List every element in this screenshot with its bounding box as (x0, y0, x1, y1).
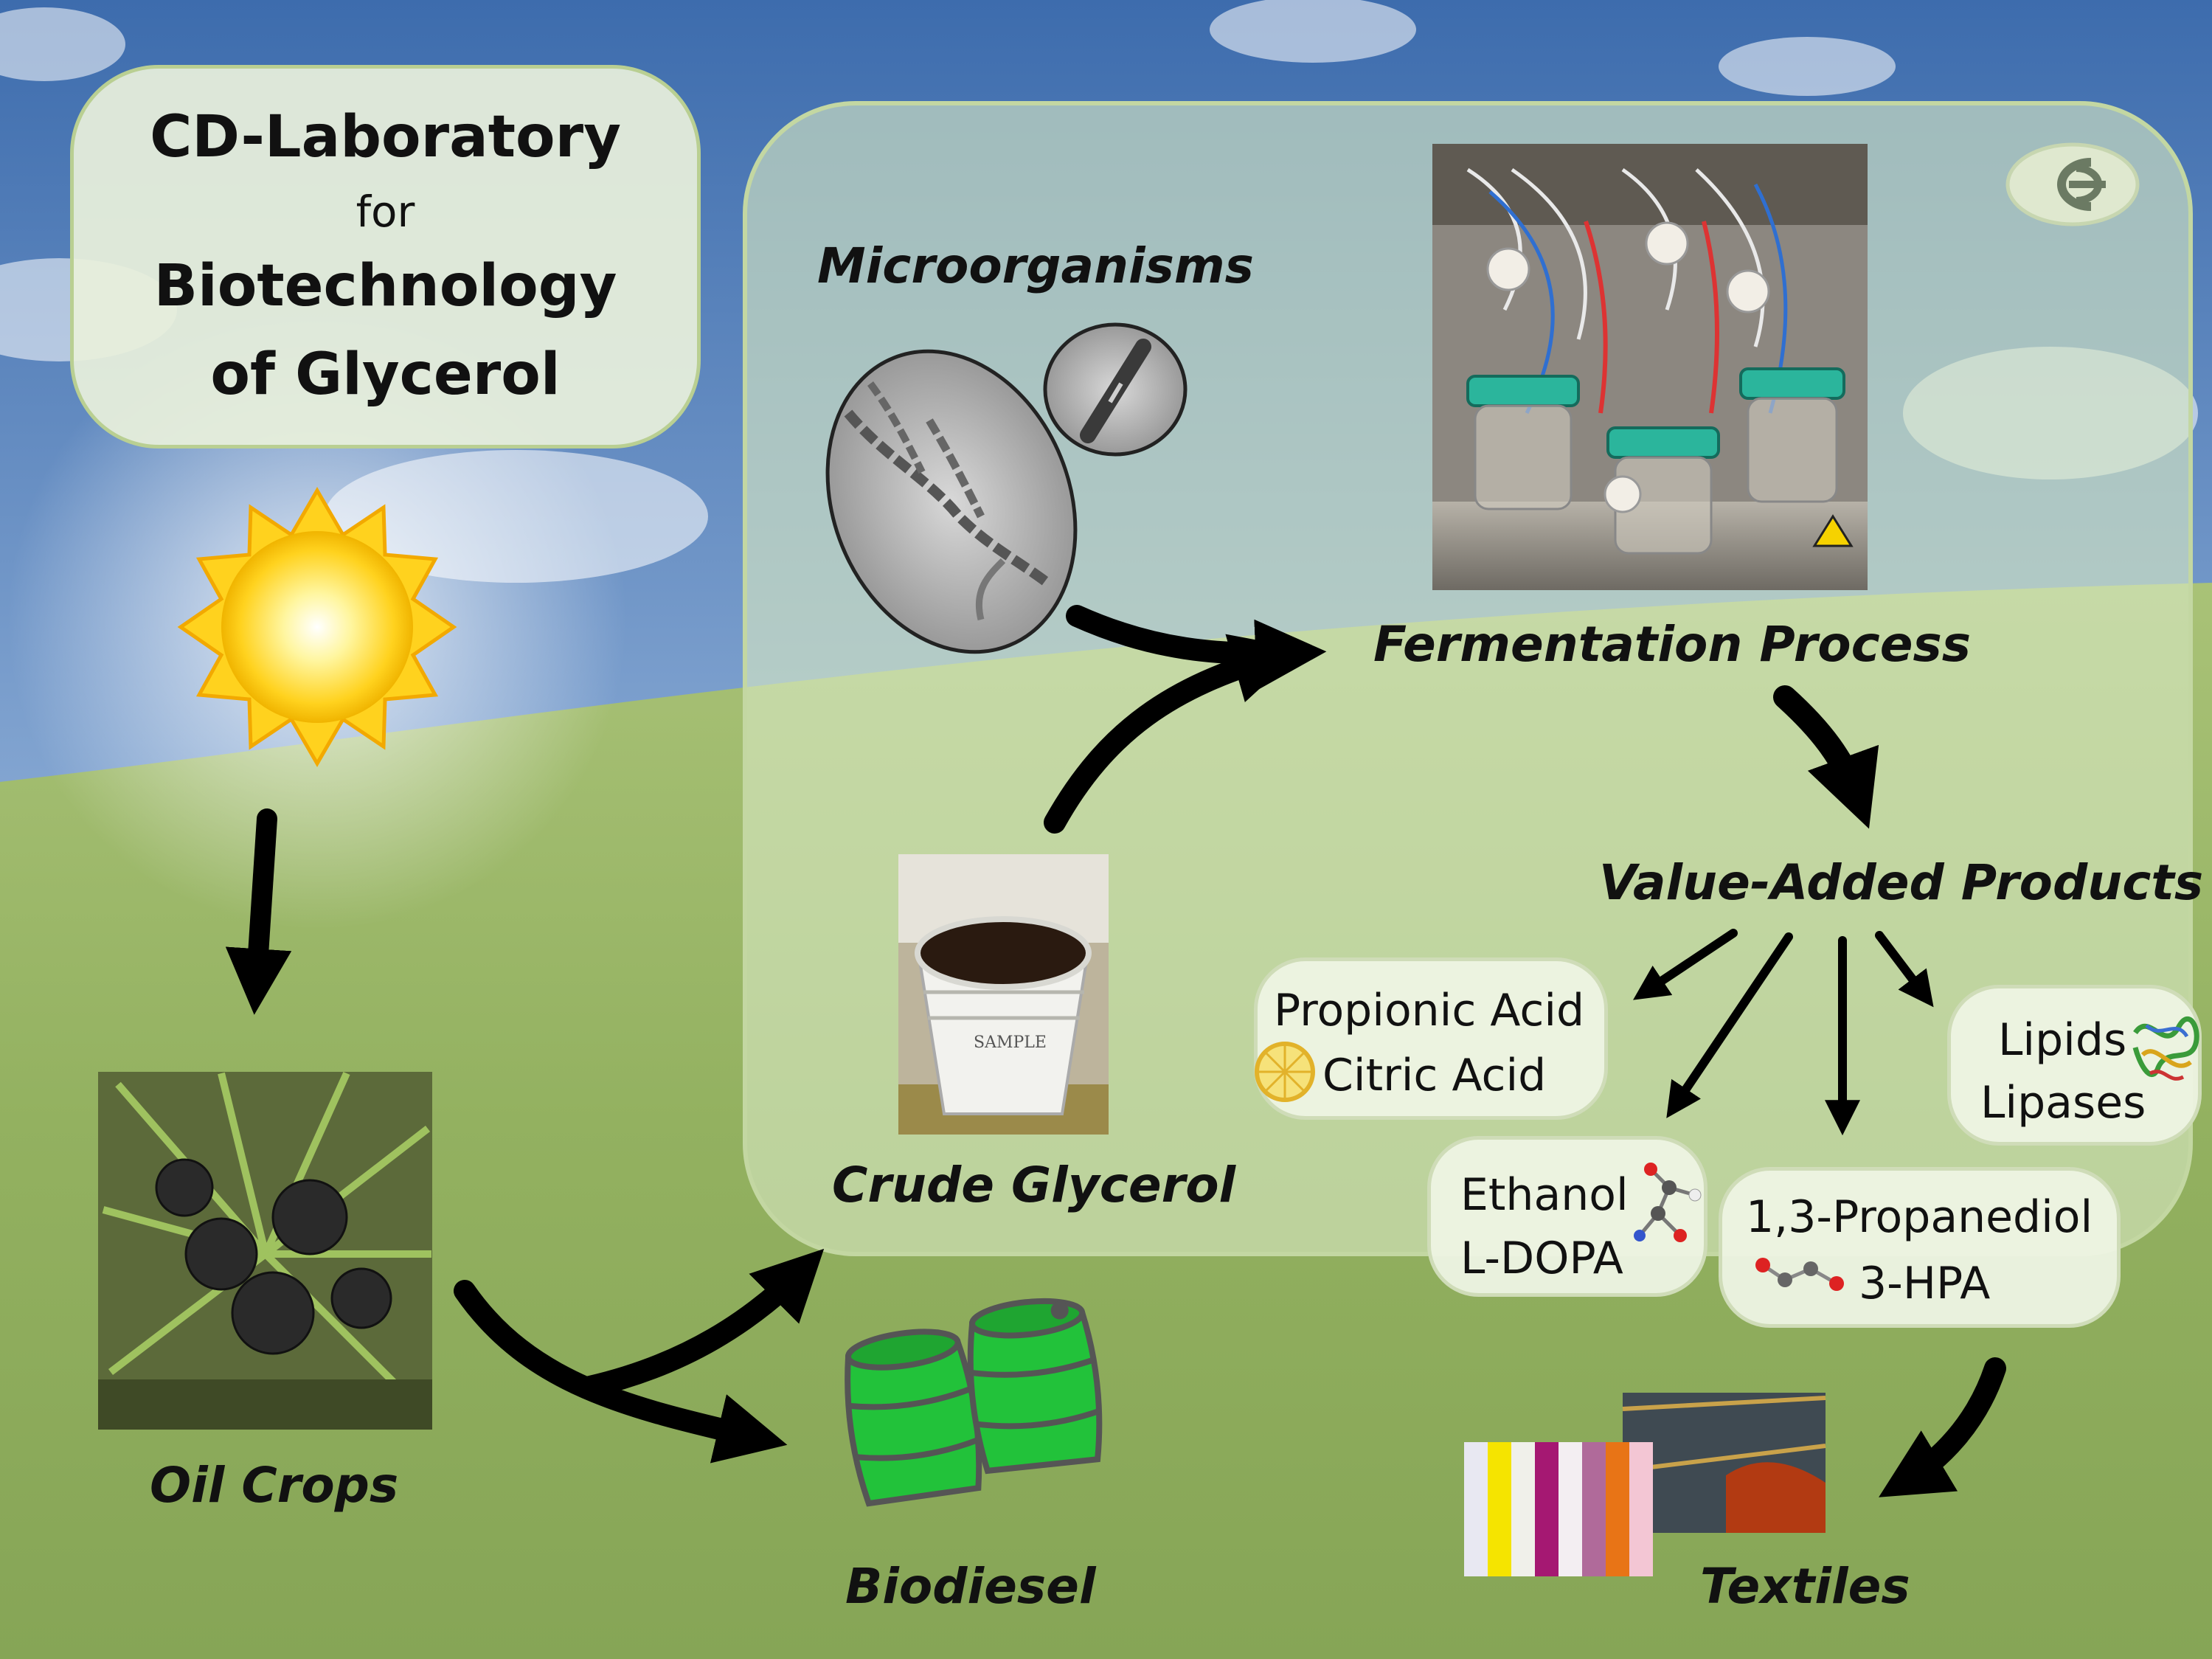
molecule-icon-small (1755, 1258, 1844, 1291)
label-fermentation: Fermentation Process (1373, 616, 1972, 673)
bacteria-micrograph (1043, 322, 1188, 457)
arrow-micro-to-fermentation (1066, 605, 1327, 690)
product-citric-acid: Citric Acid (1322, 1050, 1547, 1101)
product-3-hpa: 3-HPA (1859, 1258, 1991, 1309)
title-line-4: of Glycerol (210, 342, 561, 408)
product-propanediol: 1,3-Propanediol (1746, 1191, 2093, 1243)
arrow-crops-to-glycerol (579, 1248, 825, 1398)
arrow-products-to-acids (1633, 929, 1738, 1000)
product-box-lipids: Lipids Lipases (1947, 985, 2202, 1146)
product-lipids: Lipids (1998, 1014, 2127, 1066)
cd-logo-icon (2005, 142, 2140, 226)
arrow-sun-to-crops (225, 808, 292, 1015)
protein-icon (2132, 1016, 2199, 1081)
label-crude-glycerol: Crude Glycerol (832, 1157, 1236, 1213)
svg-text:SAMPLE: SAMPLE (974, 1033, 1047, 1052)
label-biodiesel: Biodiesel (845, 1558, 1096, 1615)
oil-crops-photo (98, 1071, 432, 1430)
barrel-icon (845, 1298, 1103, 1507)
lemon-icon (1255, 1042, 1315, 1102)
arrow-products-to-alcohols (1666, 932, 1793, 1118)
label-value-added: Value-Added Products (1599, 854, 2204, 911)
arrow-fermentation-to-products (1773, 685, 1879, 829)
product-propionic-acid: Propionic Acid (1274, 985, 1585, 1036)
arrow-products-to-textiles (1879, 1357, 2006, 1497)
fermentation-photo (1432, 144, 1868, 590)
title-line-3: Biotechnology (153, 253, 617, 319)
product-ethanol: Ethanol (1460, 1169, 1629, 1221)
title-box: CD-Laboratory for Biotechnology of Glyce… (70, 65, 701, 448)
arrow-products-to-lipids (1875, 931, 1934, 1008)
molecule-icon (1634, 1163, 1702, 1242)
label-textiles: Textiles (1700, 1558, 1910, 1615)
yeast-micrograph (825, 349, 1078, 654)
flow-arrows (225, 605, 2006, 1497)
product-l-dopa: L-DOPA (1460, 1233, 1623, 1284)
label-oil-crops: Oil Crops (150, 1457, 399, 1514)
crude-glycerol-photo: SAMPLE (898, 854, 1109, 1135)
textiles-photo (1464, 1393, 1826, 1576)
product-box-alcohols: Ethanol L-DOPA (1427, 1136, 1707, 1297)
product-box-diols: 1,3-Propanediol 3-HPA (1719, 1167, 2121, 1328)
title-line-1: CD-Laboratory (150, 104, 621, 170)
product-box-acids: Propionic Acid Citric Acid (1254, 957, 1608, 1120)
product-lipases: Lipases (1980, 1077, 2146, 1129)
sun-icon (177, 487, 457, 767)
arrow-glycerol-to-fermentation (1044, 634, 1303, 834)
title-line-2: for (356, 187, 415, 237)
label-microorganisms: Microorganisms (817, 238, 1254, 294)
